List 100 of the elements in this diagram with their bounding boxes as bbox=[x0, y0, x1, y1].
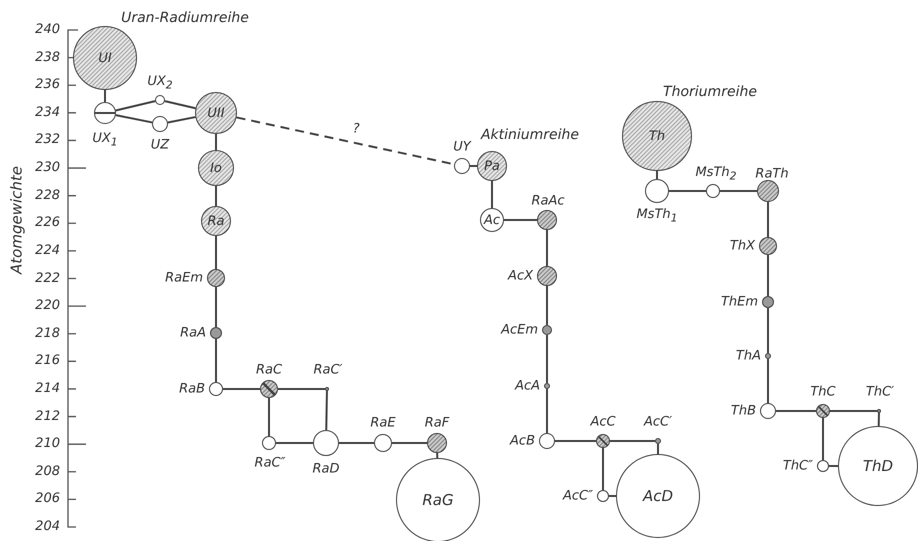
nuclide-dot bbox=[760, 403, 776, 419]
nuclide-label: RaF bbox=[424, 416, 450, 430]
connector-line bbox=[215, 339, 217, 382]
nuclide-dot bbox=[427, 433, 447, 453]
connector-line bbox=[115, 100, 156, 112]
connector-line bbox=[767, 359, 769, 403]
connector-line bbox=[215, 186, 217, 206]
nuclide-circle: Ra bbox=[201, 206, 231, 236]
nuclide-dot bbox=[765, 353, 771, 359]
connector-line bbox=[104, 90, 106, 102]
connector-line bbox=[610, 440, 655, 442]
nuclide-dot bbox=[152, 116, 168, 132]
connector-line bbox=[164, 100, 196, 110]
nuclide-label: MsTh$_{1}$ bbox=[636, 208, 678, 224]
connector-line bbox=[168, 116, 196, 124]
nuclide-label: RaC bbox=[256, 364, 282, 376]
nuclide-dot bbox=[816, 404, 830, 418]
nuclide-dot bbox=[817, 460, 829, 472]
tick-label: 210 bbox=[35, 437, 60, 450]
connector-line bbox=[504, 219, 537, 221]
nuclide-label: RaEm bbox=[165, 272, 203, 284]
connector-line bbox=[470, 165, 477, 167]
connector-line bbox=[776, 410, 816, 412]
nuclide-label: AcEm bbox=[501, 324, 538, 336]
tick-label: 230 bbox=[35, 161, 60, 174]
connector-line bbox=[546, 335, 548, 383]
nuclide-dot bbox=[210, 327, 222, 339]
nuclide-label: UX$_{1}$ bbox=[92, 132, 118, 148]
connector-line bbox=[830, 410, 877, 412]
tick-label: 232 bbox=[35, 133, 60, 146]
connector-line bbox=[669, 190, 706, 192]
nuclide-label: AcX bbox=[508, 270, 533, 282]
connector-line bbox=[602, 448, 604, 490]
nuclide-label: AcA bbox=[515, 380, 540, 392]
tick-label: 240 bbox=[35, 23, 60, 36]
tick-label: 206 bbox=[35, 492, 60, 506]
tick-label: 228 bbox=[35, 188, 60, 202]
connector-line bbox=[767, 255, 769, 296]
connector-line bbox=[829, 465, 838, 467]
nuclide-label: ThC bbox=[810, 386, 836, 398]
tick-label: 238 bbox=[35, 50, 60, 64]
nuclide-circle: Io bbox=[198, 150, 234, 186]
nuclide-dot bbox=[325, 387, 329, 391]
nuclide-label: UX$_{2}$ bbox=[147, 74, 173, 92]
nuclide-label: RaD bbox=[312, 462, 340, 476]
nuclide-label: MsTh$_{2}$ bbox=[695, 166, 737, 182]
connector-line bbox=[546, 389, 548, 433]
connector-line bbox=[555, 440, 596, 442]
nuclide-dot bbox=[454, 158, 470, 174]
connector-line bbox=[223, 388, 260, 390]
connector-line bbox=[656, 171, 658, 179]
nuclide-dot bbox=[209, 382, 223, 396]
connector-line bbox=[491, 181, 493, 208]
nuclide-label: AcC bbox=[590, 416, 616, 428]
nuclide-circle: Th bbox=[622, 101, 692, 171]
tick-label: 236 bbox=[35, 78, 60, 92]
nuclide-label: RaC″ bbox=[254, 456, 286, 470]
nuclide-label: RaE bbox=[370, 416, 396, 430]
tick-label: 222 bbox=[35, 272, 60, 284]
connector-line bbox=[116, 114, 152, 124]
nuclide-label: RaA bbox=[180, 326, 206, 340]
nuclide-dot bbox=[313, 430, 339, 456]
nuclide-dot bbox=[155, 95, 165, 105]
connector-line bbox=[276, 442, 313, 444]
nuclide-dot bbox=[374, 434, 392, 452]
nuclide-label: ThEm bbox=[720, 296, 758, 308]
nuclide-label: AcC″ bbox=[563, 490, 593, 502]
nuclide-dot bbox=[759, 237, 777, 255]
nuclide-label: ThB bbox=[730, 404, 756, 418]
nuclide-dot bbox=[706, 184, 720, 198]
nuclide-circle: UI bbox=[73, 26, 137, 90]
connector-line bbox=[215, 134, 217, 150]
connector-line bbox=[215, 287, 217, 327]
connector-line bbox=[546, 230, 548, 266]
tick-label: 220 bbox=[35, 299, 60, 312]
tick-label: 204 bbox=[35, 520, 60, 533]
nuclide-dot bbox=[655, 438, 661, 444]
nuclide-dot bbox=[537, 266, 557, 286]
nuclide-label: ThA bbox=[736, 350, 761, 362]
nuclide-label: RaB bbox=[179, 382, 205, 396]
tick-label: 226 bbox=[35, 216, 60, 230]
connector-line bbox=[325, 390, 328, 430]
nuclide-dot bbox=[877, 409, 881, 413]
connector-line bbox=[546, 286, 548, 325]
nuclide-label: ThX bbox=[730, 240, 755, 252]
nuclide-label: ThC″ bbox=[782, 460, 813, 472]
connector-line bbox=[609, 495, 616, 497]
connector-line bbox=[392, 442, 427, 444]
nuclide-label: UY bbox=[453, 140, 471, 154]
connector-line bbox=[720, 190, 757, 192]
series-title: Aktiniumreihe bbox=[480, 128, 580, 142]
nuclide-label: AcB bbox=[510, 434, 535, 448]
nuclide-dot bbox=[757, 180, 779, 202]
nuclide-label: AcC′ bbox=[644, 416, 672, 428]
tick-label: 234 bbox=[35, 106, 60, 119]
nuclide-label: RaC′ bbox=[313, 364, 343, 376]
connector-line bbox=[339, 442, 374, 444]
nuclide-label: ThC′ bbox=[866, 386, 894, 398]
nuclide-circle: Ac bbox=[480, 208, 504, 232]
tick-label: 208 bbox=[35, 464, 60, 478]
